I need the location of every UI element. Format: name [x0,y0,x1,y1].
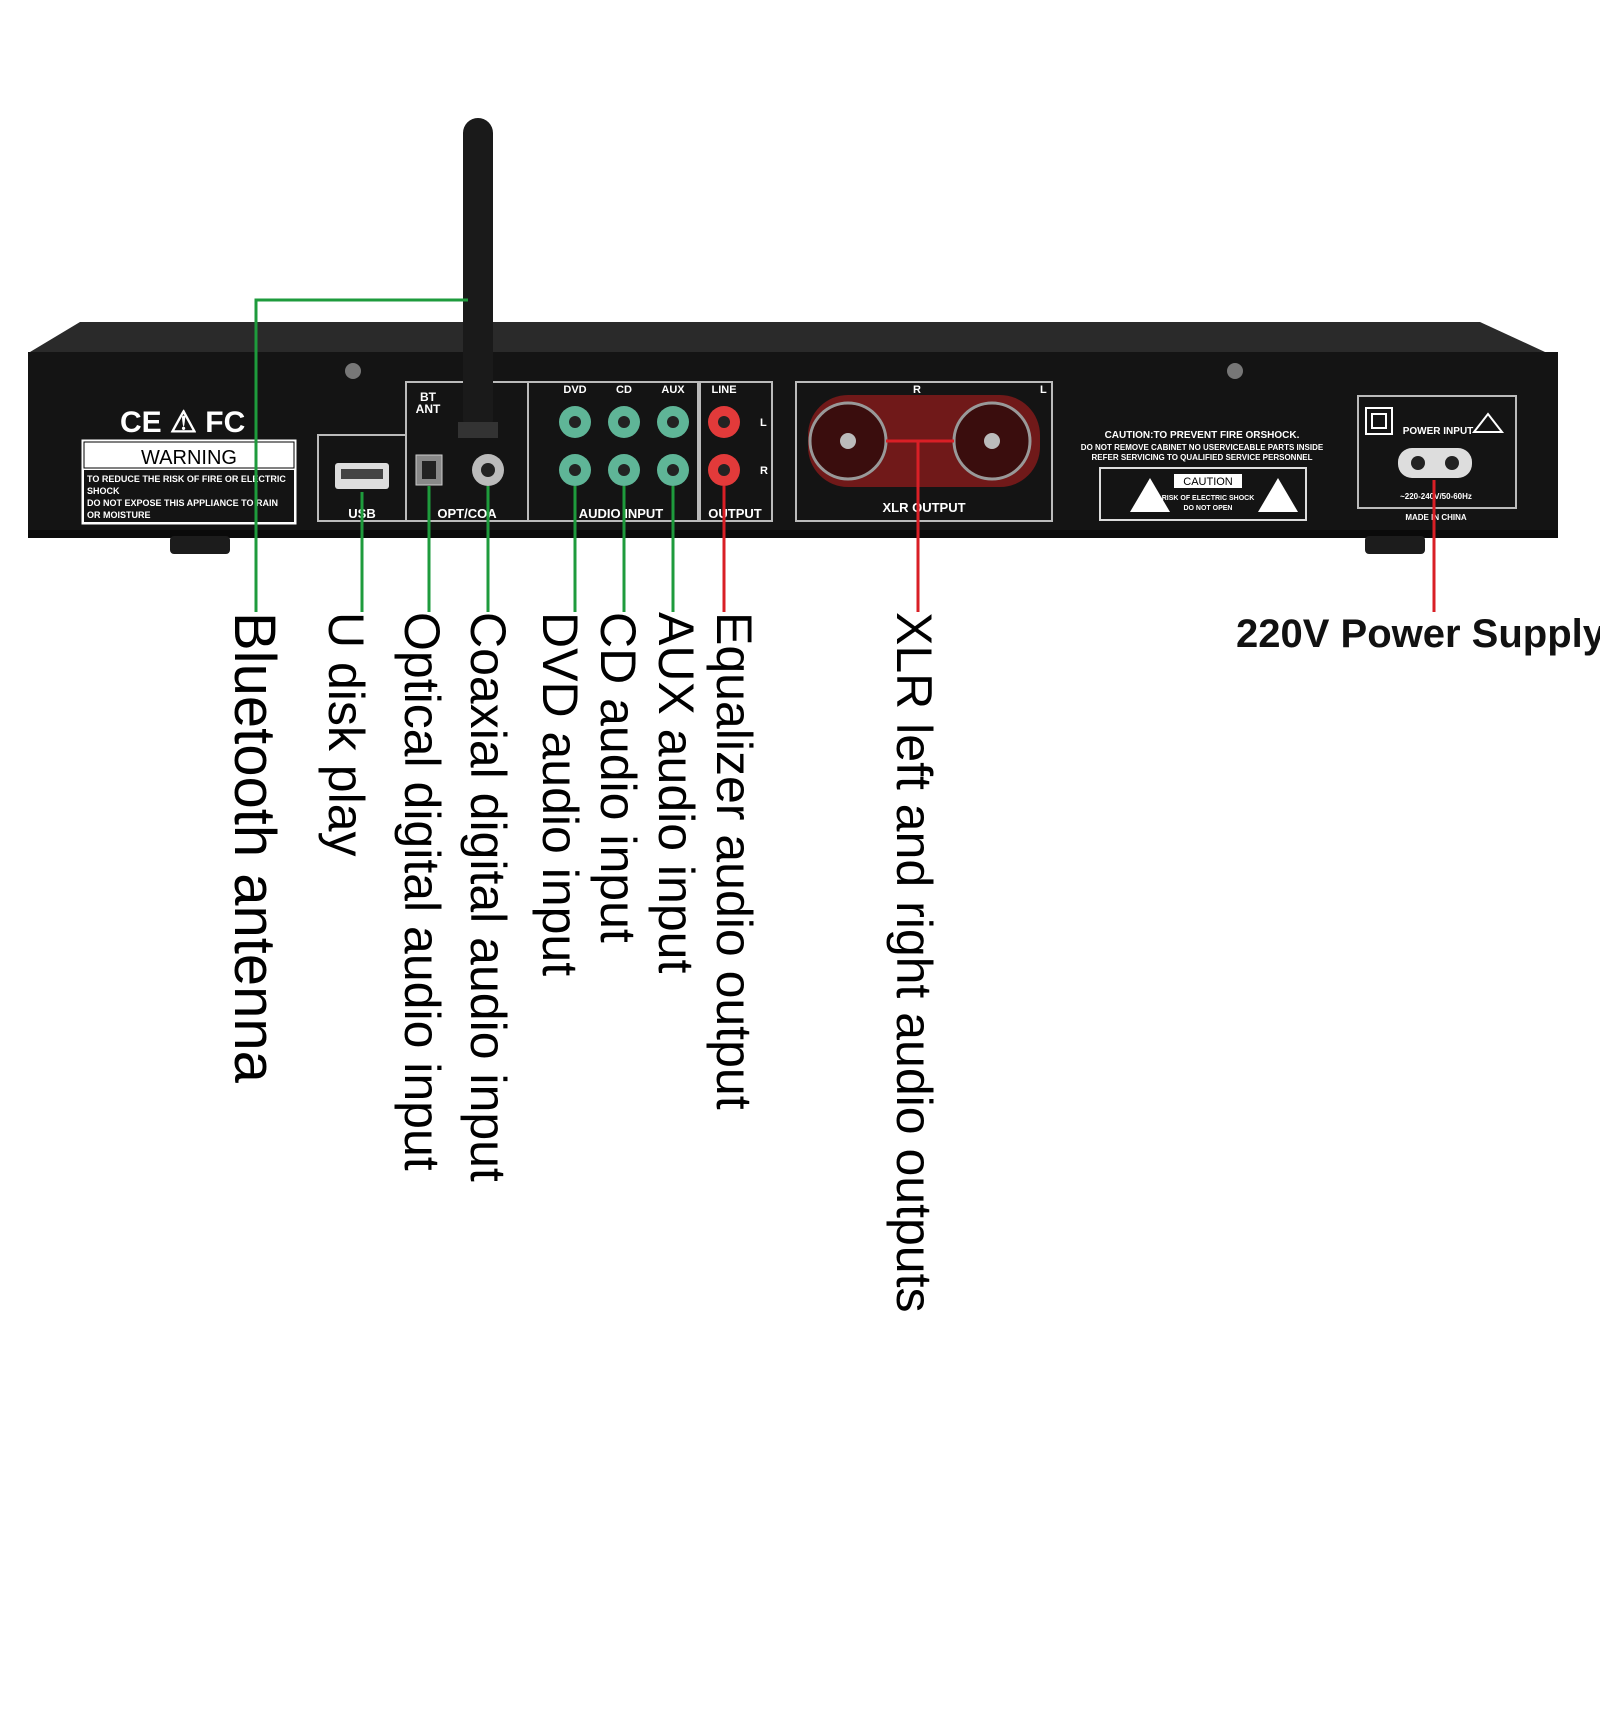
screw-top-right [1227,363,1243,379]
caution-box-title: CAUTION [1183,476,1233,488]
label-bluetooth-antenna: Bluetooth antenna [222,612,287,1083]
power-input-section-frame [1357,395,1517,509]
double-insulation-icon-inner [1371,413,1387,429]
xlr-right-connector-pins [840,433,856,449]
warning-line-3: DO NOT EXPOSE THIS APPLIANCE TO RAIN [87,498,278,508]
voltage-label: ~220-240V/50-60Hz [1400,492,1472,501]
label-dvd-audio-input: DVD audio input [532,612,588,977]
warning-line-4: OR MOISTURE [87,510,151,520]
label-u-disk-play: U disk play [318,612,374,857]
house-icon [1471,412,1505,433]
usb-port-inner [341,469,383,479]
line-r-marker: R [760,465,768,477]
screw-top-left [345,363,361,379]
warning-line-2: SHOCK [87,486,120,496]
xlr-output-label: XLR OUTPUT [882,500,965,515]
label-cd-audio-input: CD audio input [590,612,646,943]
dvd-label: DVD [563,384,586,396]
power-socket[interactable] [1398,448,1472,478]
line-l-marker: L [760,417,767,429]
warning-title-bar [83,441,295,469]
dvd-jack-left-core [569,416,581,428]
bt-ant-label-line-2: ANT [416,402,441,416]
chassis-top [30,322,1545,352]
double-insulation-icon [1365,407,1393,435]
caution-box [1099,467,1307,521]
line-label: LINE [711,384,736,396]
made-in-label: MADE IN CHINA [1405,513,1467,522]
bluetooth-antenna[interactable] [463,118,493,434]
audio-input-label: AUDIO INPUT [579,506,664,521]
coaxial-port-inner [481,463,495,477]
amplifier-rear-panel-diagram: CE ⚠ FC WARNING TO REDUCE THE RISK OF FI… [28,118,1558,612]
warning-title: WARNING [141,447,237,469]
foot-right [1365,536,1425,554]
caution-box-line-2: DO NOT OPEN [1183,505,1232,512]
label-equalizer-audio-output: Equalizer audio output [706,612,762,1110]
exclamation-warning-icon [1258,478,1298,512]
line-out-jack-left-core [718,416,730,428]
foot-left [170,536,230,554]
output-label: OUTPUT [708,506,762,521]
bt-ant-label-line-1: BT [420,390,437,404]
xlr-r-marker: R [913,384,921,396]
caution-line-2: DO NOT REMOVE CABINET NO USERVICEABLE PA… [1081,443,1324,452]
label-optical-digital-input: Optical digital audio input [394,612,450,1171]
xlr-l-marker: L [1040,384,1047,396]
opt-coa-label: OPT/COA [437,506,497,521]
cd-jack-right-core [618,464,630,476]
caution-line-3: REFER SERVICING TO QUALIFIED SERVICE PER… [1092,453,1313,462]
line-out-jack-right-core [718,464,730,476]
caution-box-line-1: RISK OF ELECTRIC SHOCK [1162,495,1255,502]
certification-marks: CE ⚠ FC [120,406,245,439]
electric-shock-warning-icon [1130,478,1170,512]
label-power-supply: 220V Power Supply [1236,612,1600,656]
antenna-base [458,422,498,438]
power-socket-pin-left [1411,456,1425,470]
label-xlr-outputs: XLR left and right audio outputs [886,612,942,1313]
audio-input-section-frame [527,381,699,522]
caution-line-1: CAUTION:TO PREVENT FIRE ORSHOCK. [1105,430,1300,441]
optical-port-inner [422,461,436,479]
aux-label: AUX [661,384,685,396]
leader-bluetooth [254,298,468,612]
caution-box-title-bar [1174,474,1242,488]
dvd-jack-right-core [569,464,581,476]
label-aux-audio-input: AUX audio input [648,612,704,974]
warning-line-1: TO REDUCE THE RISK OF FIRE OR ELECTRIC [87,474,286,484]
power-socket-pin-right [1445,456,1459,470]
warning-text-area [84,470,294,522]
label-coaxial-digital-input: Coaxial digital audio input [460,612,516,1182]
cd-label: CD [616,384,632,396]
xlr-left-connector-pins [984,433,1000,449]
chassis-bottom-edge [28,530,1558,538]
output-section-frame [699,381,773,522]
aux-jack-left-core [667,416,679,428]
cd-jack-left-core [618,416,630,428]
aux-jack-right-core [667,464,679,476]
xlr-section-frame [795,381,1053,522]
power-input-label: POWER INPUT [1403,426,1474,437]
